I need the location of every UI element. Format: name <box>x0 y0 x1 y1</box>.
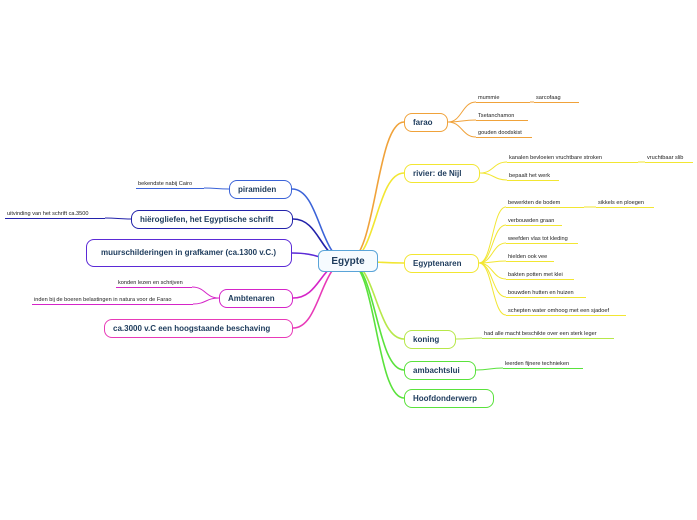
edge-hierogliefen-schrift <box>104 217 132 220</box>
topic-label: piramiden <box>238 185 277 194</box>
edge-farao-mummie <box>447 101 477 123</box>
edge-piramiden-cairo <box>203 187 230 190</box>
topic-label: Ambtenaren <box>228 294 275 303</box>
topic-egyptenaren[interactable]: Egyptenaren <box>404 254 479 273</box>
leaf-verbouwden-graan[interactable]: verbouwden graan <box>506 218 562 226</box>
edge-egyptenaren-leaf-0 <box>478 206 507 264</box>
leaf-bekendste-nabij-cairo[interactable]: bekendste nabij Cairo <box>136 181 204 189</box>
topic-label: ambachtslui <box>413 366 460 375</box>
topic-label: farao <box>413 118 433 127</box>
leaf-bakten-potten[interactable]: bakten potten met klei <box>506 272 574 280</box>
topic-label: hiërogliefen, het Egyptische schrift <box>140 215 274 224</box>
leaf-gouden-doodskist[interactable]: gouden doodskist <box>476 130 532 138</box>
topic-rivier-de-nijl[interactable]: rivier: de Nijl <box>404 164 480 183</box>
center-topic-label: Egypte <box>331 255 365 267</box>
topic-ca3000-beschaving[interactable]: ca.3000 v.C een hoogstaande beschaving <box>104 319 293 338</box>
edge-farao-doodskist <box>447 121 477 138</box>
edge-ambtenaren-lezen <box>191 286 220 299</box>
leaf-sikkels-en-ploegen[interactable]: sikkels en ploegen <box>596 200 654 208</box>
topic-label: rivier: de Nijl <box>413 169 462 178</box>
topic-label: muurschilderingen in grafkamer (ca.1300 … <box>101 248 277 257</box>
topic-label: Hoofdonderwerp <box>413 394 477 403</box>
edge-rivier-kanalen <box>479 161 508 174</box>
edge-koning-macht <box>455 337 483 340</box>
edge-egyptenaren-leaf-5 <box>478 262 507 298</box>
edge-ambtenaren-belastingen <box>192 297 220 305</box>
leaf-mummie[interactable]: mummie <box>476 95 530 103</box>
edge-center-farao <box>347 121 405 262</box>
leaf-bouwden-hutten[interactable]: bouwden hutten en huizen <box>506 290 586 298</box>
leaf-weefden-vlas[interactable]: weefden vlas tot kleding <box>506 236 578 244</box>
topic-ambachtslui[interactable]: ambachtslui <box>404 361 476 380</box>
edge-center-hoofdonderwerp <box>347 260 405 399</box>
leaf-tsetanchamon[interactable]: Tsetanchamon <box>476 113 528 121</box>
topic-ambtenaren[interactable]: Ambtenaren <box>219 289 293 308</box>
edge-rivier-werk <box>479 172 508 181</box>
leaf-hielden-ook-vee[interactable]: hielden ook vee <box>506 254 554 262</box>
topic-farao[interactable]: farao <box>404 113 448 132</box>
leaf-vruchtbaar-slib[interactable]: vruchtbaar slib <box>645 155 693 163</box>
topic-label: ca.3000 v.C een hoogstaande beschaving <box>113 324 271 333</box>
leaf-alle-macht[interactable]: had alle macht beschikte over een sterk … <box>482 331 614 339</box>
topic-label: Egyptenaren <box>413 259 462 268</box>
leaf-belastingen-in-natura[interactable]: inden bij de boeren belastingen in natur… <box>32 297 193 305</box>
edge-center-ambachtslui <box>347 260 405 371</box>
edge-egyptenaren-leaf-2 <box>478 242 507 264</box>
leaf-fijnere-technieken[interactable]: leerden fijnere technieken <box>503 361 583 369</box>
edge-center-rivier <box>347 172 405 262</box>
edge-ambachtslui-technieken <box>475 367 504 371</box>
edge-egyptenaren-leaf-1 <box>478 224 507 264</box>
edge-egyptenaren-leaf-6 <box>478 262 507 316</box>
leaf-lezen-schrijven[interactable]: konden lezen en schrijven <box>116 280 192 288</box>
topic-muurschilderingen[interactable]: muurschilderingen in grafkamer (ca.1300 … <box>86 239 292 267</box>
leaf-kanalen[interactable]: kanalen bevloeien vruchtbare stroken <box>507 155 638 163</box>
center-topic-egypte[interactable]: Egypte <box>318 250 378 272</box>
leaf-sarcofaag[interactable]: sarcofaag <box>534 95 579 103</box>
leaf-bewerkten-de-bodem[interactable]: bewerkten de bodem <box>506 200 584 208</box>
topic-hierogliefen[interactable]: hiërogliefen, het Egyptische schrift <box>131 210 293 229</box>
topic-piramiden[interactable]: piramiden <box>229 180 292 199</box>
topic-hoofdonderwerp[interactable]: Hoofdonderwerp <box>404 389 494 408</box>
topic-label: koning <box>413 335 440 344</box>
leaf-uitvinding-schrift[interactable]: uitvinding van het schrift ca.3500 <box>5 211 105 219</box>
leaf-schepten-water[interactable]: schepten water omhoog met een sjadoef <box>506 308 626 316</box>
leaf-bepaalt-het-werk[interactable]: bepaalt het werk <box>507 173 559 181</box>
topic-koning[interactable]: koning <box>404 330 456 349</box>
